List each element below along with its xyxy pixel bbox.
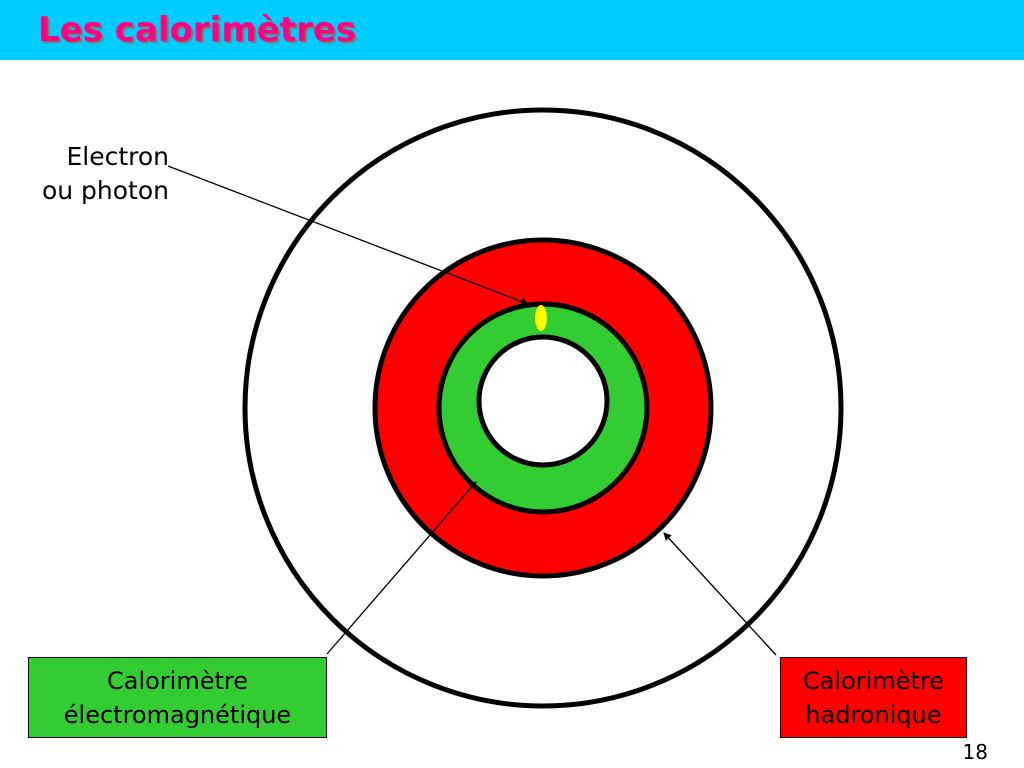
particle-deposit — [535, 305, 547, 331]
inner-tracker-hole — [476, 334, 610, 468]
particle-label-line2: ou photon — [41, 176, 169, 205]
page-number: 18 — [962, 740, 988, 764]
hadronic-calorimeter-label-box: Calorimètre hadronique — [780, 657, 967, 738]
em-calorimeter-label-line1: Calorimètre — [106, 666, 248, 695]
hadronic-calorimeter-label-line2: hadronique — [805, 700, 942, 729]
hadronic-calorimeter-pointer-line — [663, 532, 777, 656]
em-calorimeter-label-box: Calorimètre électromagnétique — [28, 657, 327, 738]
hadronic-calorimeter-label-line1: Calorimètre — [802, 666, 944, 695]
em-calorimeter-label-line2: électromagnétique — [63, 700, 292, 729]
particle-label-line1: Electron — [66, 142, 169, 171]
particle-pointer-line — [167, 165, 529, 306]
header-bar — [0, 0, 1024, 60]
em-calorimeter-pointer-line — [326, 481, 477, 655]
slide-title: Les calorimètres — [38, 10, 357, 50]
particle-label: Electron ou photon — [42, 140, 169, 208]
